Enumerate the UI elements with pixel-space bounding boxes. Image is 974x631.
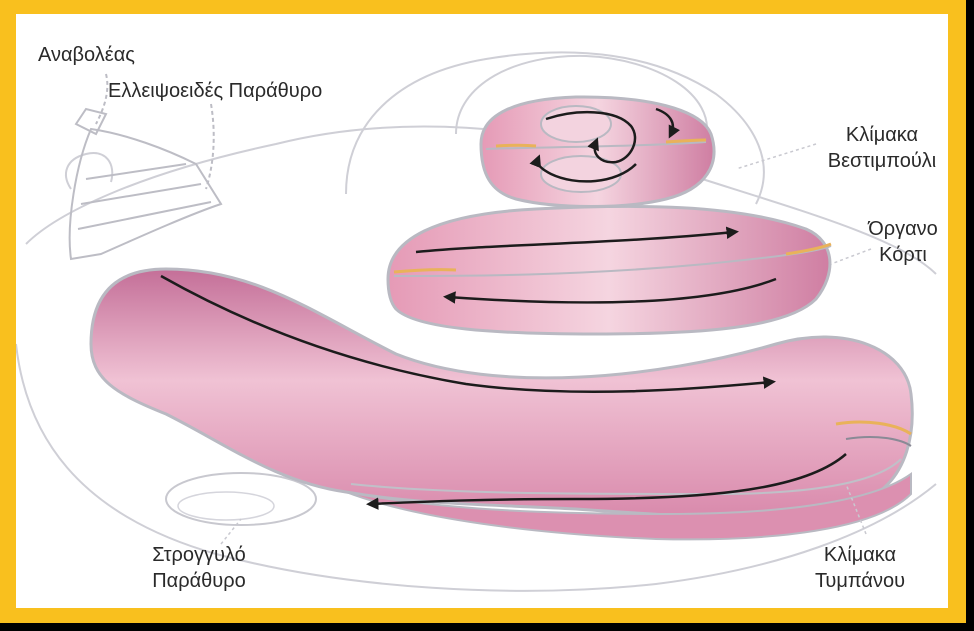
label-oval-window: Ελλειψοειδές Παράθυρο (108, 78, 322, 104)
label-scala-vestibuli-line1: Κλίμακα (822, 122, 942, 148)
label-round-window-line1: Στρογγυλό (134, 542, 264, 568)
label-stapes: Αναβολέας (38, 42, 135, 68)
label-scala-vestibuli-line2: Βεστιμπούλι (812, 148, 952, 174)
round-window-shape (166, 473, 316, 525)
label-scala-tympani-line2: Τυμπάνου (800, 568, 920, 594)
label-organ-corti-line1: Όργανο (858, 216, 948, 242)
label-scala-tympani-line1: Κλίμακα (800, 542, 920, 568)
label-round-window-line2: Παράθυρο (134, 568, 264, 594)
label-organ-corti-line2: Κόρτι (858, 242, 948, 268)
middle-turn (388, 206, 831, 334)
